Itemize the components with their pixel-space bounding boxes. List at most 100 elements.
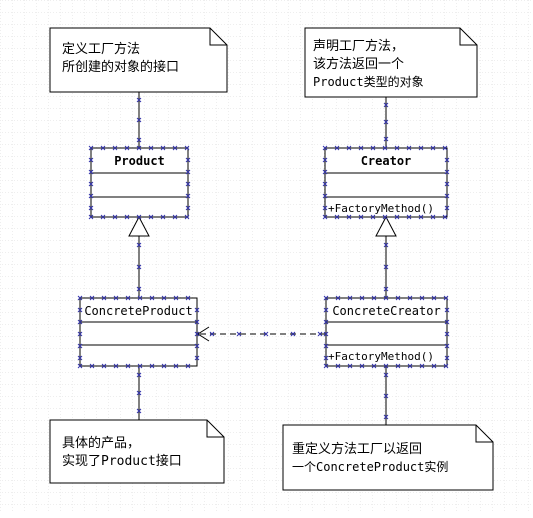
selection-handle: [347, 363, 353, 369]
selection-handle: [323, 307, 329, 313]
note-creator[interactable]: 声明工厂方法， 该方法返回一个 Product类型的对象: [304, 27, 478, 98]
class-creator-name: Creator: [361, 154, 412, 168]
selection-handle: [382, 214, 388, 220]
selection-handle: [383, 414, 389, 420]
selection-handle: [322, 214, 328, 220]
class-concrete-creator[interactable]: ConcreteCreator +FactoryMethod(): [325, 297, 448, 367]
selection-handle: [136, 242, 142, 248]
selection-handle: [100, 214, 106, 220]
selection-handle: [406, 214, 412, 220]
selection-handle: [322, 193, 328, 199]
selection-handle: [383, 264, 389, 270]
selection-handle: [136, 390, 142, 396]
class-concrete-creator-name: ConcreteCreator: [332, 304, 440, 318]
class-creator-operation: +FactoryMethod(): [328, 202, 434, 215]
selection-handle: [77, 355, 83, 361]
selection-handle: [323, 319, 329, 325]
selection-handle: [125, 363, 131, 369]
selection-handle: [383, 242, 389, 248]
selection-handle: [383, 393, 389, 399]
selection-handle: [136, 286, 142, 292]
selection-handle: [407, 295, 413, 301]
selection-handle: [194, 331, 200, 337]
selection-handle: [444, 355, 450, 361]
note-product[interactable]: 定义工厂方法 所创建的对象的接口: [49, 27, 228, 93]
selection-handle: [100, 145, 106, 151]
selection-handle: [136, 145, 142, 151]
note-concrete-creator-line-1: 重定义方法工厂以返回: [292, 441, 422, 457]
selection-handle: [383, 286, 389, 292]
selection-handle: [185, 157, 191, 163]
selection-handle: [184, 214, 190, 220]
selection-handle: [317, 331, 323, 337]
selection-handle: [346, 145, 352, 151]
selection-handle: [383, 363, 389, 369]
selection-handle: [395, 363, 401, 369]
selection-handle: [383, 372, 389, 378]
selection-handle: [382, 145, 388, 151]
note-concrete-product-line-1: 具体的产品，: [62, 435, 140, 451]
selection-handle: [406, 145, 412, 151]
selection-handle: [431, 295, 437, 301]
note-product-line-2: 所创建的对象的接口: [62, 59, 179, 75]
selection-handle: [161, 295, 167, 301]
class-product[interactable]: Product: [90, 147, 189, 218]
selection-handle: [148, 145, 154, 151]
selection-handle: [194, 319, 200, 325]
selection-handle: [89, 295, 95, 301]
selection-handle: [77, 307, 83, 313]
selection-handle: [263, 331, 269, 337]
selection-handle: [185, 363, 191, 369]
selection-handle: [444, 307, 450, 313]
class-creator[interactable]: Creator +FactoryMethod(): [324, 147, 448, 218]
note-creator-line-2: 该方法返回一个: [313, 56, 404, 72]
note-creator-line-3: Product类型的对象: [313, 74, 424, 89]
selection-handle: [334, 145, 340, 151]
selection-handle: [185, 193, 191, 199]
selection-handle: [88, 169, 94, 175]
selection-handle: [77, 319, 83, 325]
selection-handle: [442, 145, 448, 151]
selection-handle: [77, 295, 83, 301]
selection-handle: [442, 214, 448, 220]
selection-handle: [358, 214, 364, 220]
selection-handle: [323, 343, 329, 349]
selection-handle: [358, 145, 364, 151]
selection-handle: [124, 214, 130, 220]
selection-handle: [125, 295, 131, 301]
selection-handle: [383, 295, 389, 301]
selection-handle: [444, 331, 450, 337]
inheritance-arrow-creator: [375, 215, 397, 237]
selection-handle: [149, 295, 155, 301]
selection-handle: [112, 214, 118, 220]
selection-handle: [383, 119, 389, 125]
note-concrete-product-line-2: 实现了Product接口: [62, 453, 182, 469]
selection-handle: [394, 145, 400, 151]
selection-handle: [160, 145, 166, 151]
class-concrete-product[interactable]: ConcreteProduct: [79, 297, 198, 367]
selection-handle: [184, 145, 190, 151]
selection-handle: [194, 355, 200, 361]
selection-handle: [371, 295, 377, 301]
selection-handle: [323, 295, 329, 301]
selection-handle: [160, 214, 166, 220]
note-concrete-product[interactable]: 具体的产品， 实现了Product接口: [49, 419, 225, 484]
selection-handle: [444, 157, 450, 163]
selection-handle: [194, 307, 200, 313]
selection-handle: [136, 117, 142, 123]
selection-handle: [371, 363, 377, 369]
selection-handle: [444, 193, 450, 199]
selection-handle: [394, 214, 400, 220]
selection-handle: [88, 205, 94, 211]
selection-handle: [322, 181, 328, 187]
inheritance-arrow-product: [128, 215, 150, 237]
selection-handle: [323, 331, 329, 337]
note-concrete-creator-line-2: 一个ConcreteProduct实例: [292, 459, 448, 474]
selection-handle: [77, 343, 83, 349]
selection-handle: [419, 363, 425, 369]
selection-handle: [370, 145, 376, 151]
selection-handle: [322, 145, 328, 151]
selection-handle: [236, 331, 242, 337]
note-concrete-creator[interactable]: 重定义方法工厂以返回 一个ConcreteProduct实例: [282, 424, 494, 491]
selection-handle: [418, 214, 424, 220]
